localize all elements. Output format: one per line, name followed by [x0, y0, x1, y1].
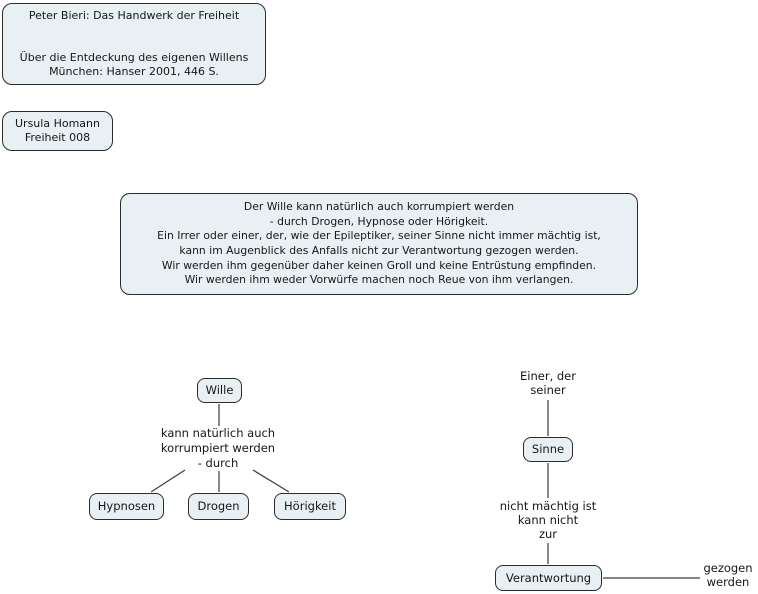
link-label-nicht-maechtig[interactable]: nicht mächtig ist kann nicht zur: [499, 499, 597, 541]
node-verantwortung-label: Verantwortung: [505, 570, 592, 585]
node-drogen[interactable]: Drogen: [188, 493, 249, 520]
author-text: Ursula Homann Freiheit 008: [15, 116, 100, 145]
source-reference-text: Peter Bieri: Das Handwerk der Freiheit Ü…: [19, 9, 249, 78]
author-box[interactable]: Ursula Homann Freiheit 008: [2, 111, 113, 151]
node-wille[interactable]: Wille: [197, 378, 242, 403]
node-hypnosen[interactable]: Hypnosen: [89, 493, 164, 520]
node-verantwortung[interactable]: Verantwortung: [495, 565, 602, 591]
node-hoerigkeit[interactable]: Hörigkeit: [274, 493, 346, 520]
quote-text: Der Wille kann natürlich auch korrumpier…: [157, 200, 601, 287]
node-sinne-label: Sinne: [531, 442, 565, 456]
source-reference-box[interactable]: Peter Bieri: Das Handwerk der Freiheit Ü…: [2, 3, 266, 85]
link-label-korrumpiert[interactable]: kann natürlich auch korrumpiert werden -…: [160, 426, 276, 470]
connector-label-hoerigkeit[interactable]: [252, 469, 290, 493]
node-hoerigkeit-label: Hörigkeit: [284, 499, 336, 513]
quote-box[interactable]: Der Wille kann natürlich auch korrumpier…: [120, 193, 638, 295]
connector-label-hypnosen[interactable]: [150, 469, 186, 493]
link-label-einer-der-seiner[interactable]: Einer, der seiner: [520, 369, 576, 397]
node-wille-label: Wille: [205, 383, 234, 397]
node-sinne[interactable]: Sinne: [523, 437, 573, 462]
node-hypnosen-label: Hypnosen: [97, 499, 156, 513]
node-drogen-label: Drogen: [197, 499, 240, 513]
link-label-gezogen-werden[interactable]: gezogen werden: [703, 561, 753, 589]
